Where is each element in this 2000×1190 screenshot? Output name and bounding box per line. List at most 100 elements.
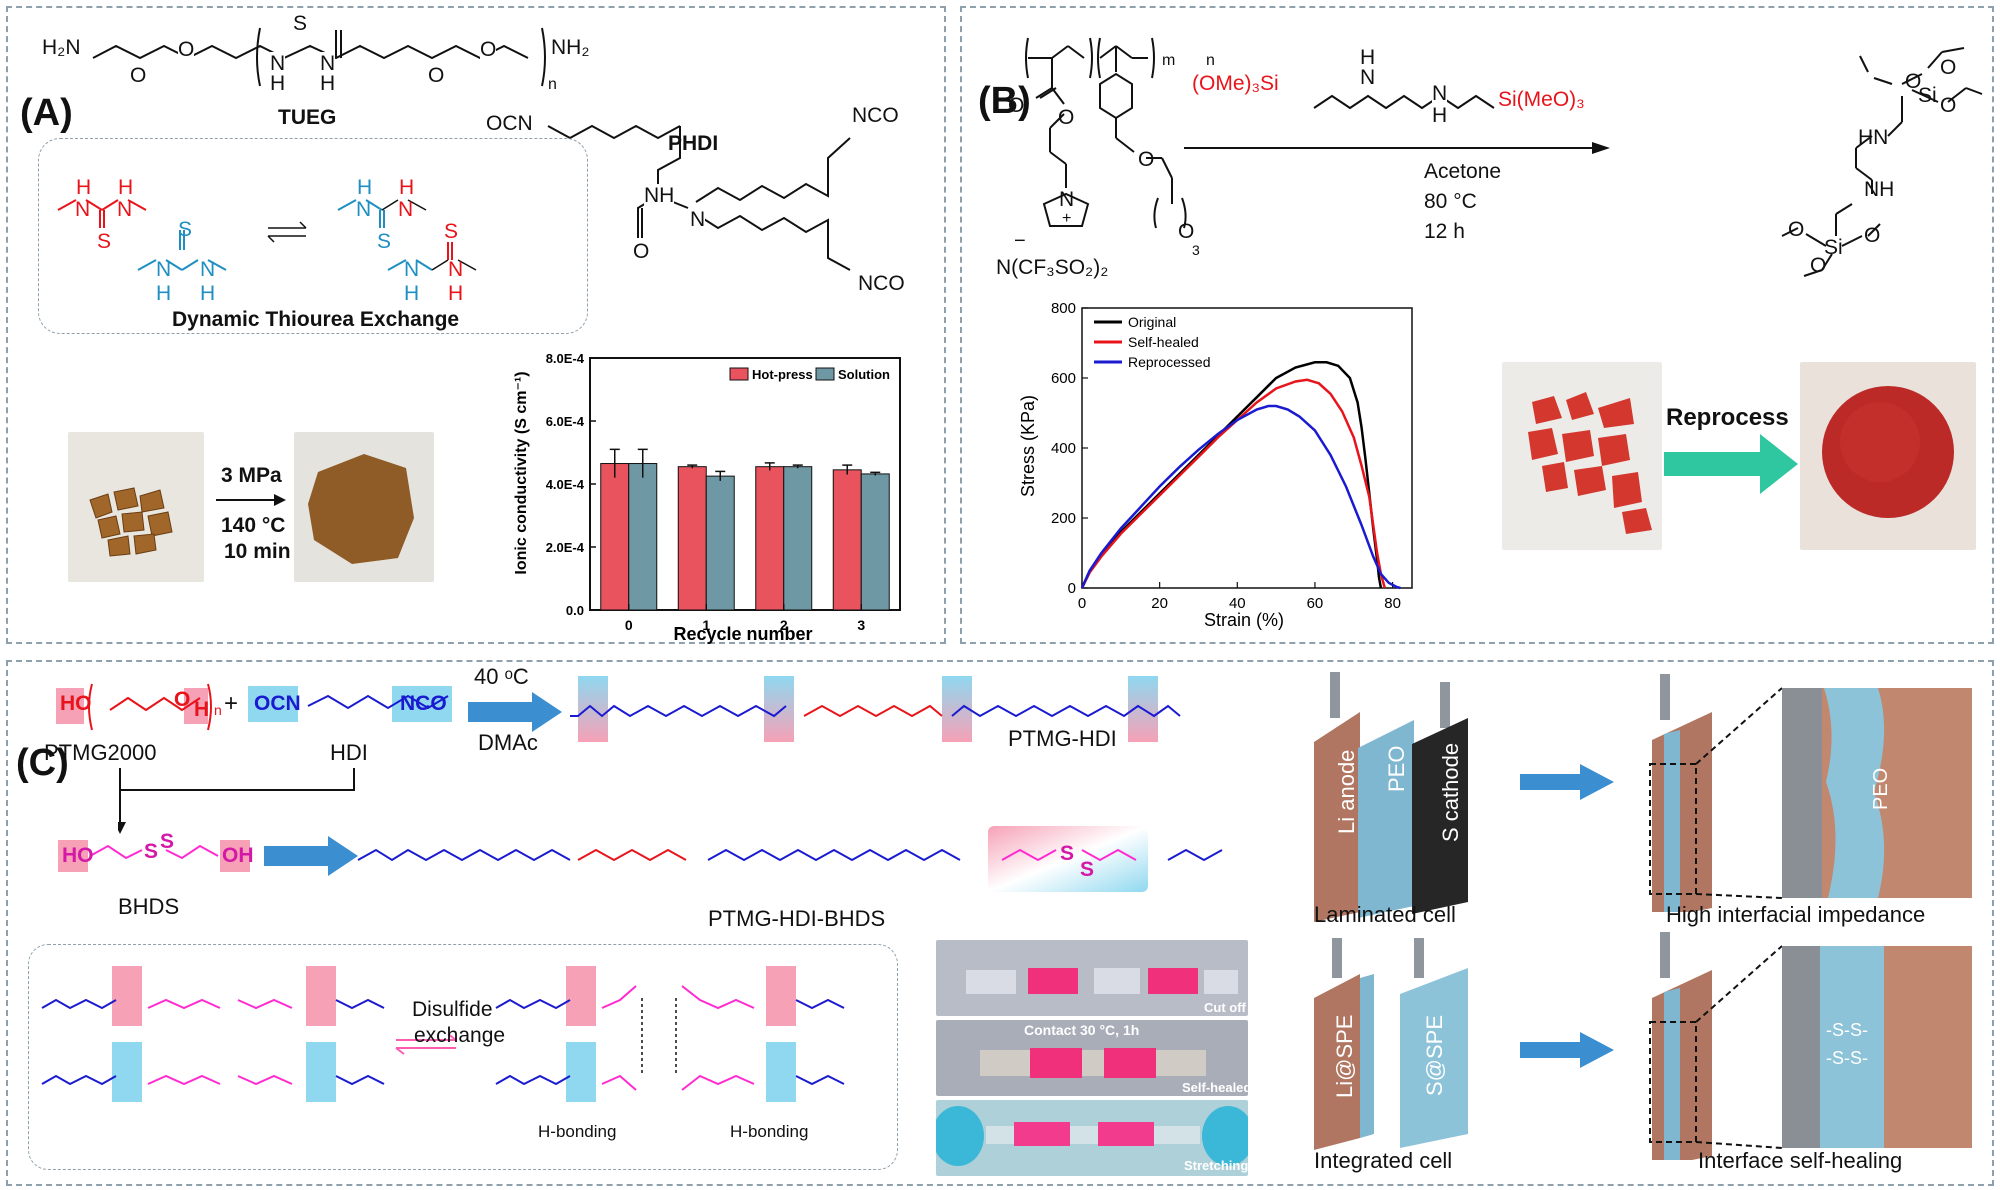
high-impedance-illustration: [1649, 674, 1972, 912]
disulfide-label-1: Disulfide: [412, 998, 493, 1021]
ex-h-8: H: [448, 282, 464, 305]
bhds-ho: HO: [62, 844, 94, 867]
ss-label-1: -S-S-: [1826, 1020, 1868, 1040]
s-cathode-label: S cathode: [1438, 742, 1463, 842]
condition-solvent: DMAc: [478, 730, 538, 755]
chart-b-series-line: [1080, 361, 1383, 589]
photo-fragments: [68, 432, 204, 582]
ex-h-5: H: [357, 176, 373, 199]
chart-a-xtick-label: 1: [702, 617, 710, 633]
photo-cut-label: Cut off: [1204, 1000, 1246, 1015]
panel-c-label: (C): [16, 742, 69, 784]
photo-stretch-label: Stretching: [1184, 1158, 1249, 1173]
tueg-n-2: N: [320, 52, 336, 76]
tueg-repeat-n: n: [548, 76, 557, 93]
condition-1: Acetone: [1424, 160, 1502, 183]
tueg-h-2: H: [320, 72, 336, 95]
bhds-flow-lines: [118, 768, 355, 834]
photo-pressed-film: [294, 432, 434, 582]
crosslinker-right: Si(MeO)₃: [1498, 88, 1585, 111]
ptmg-hdi-bhds-structure: [357, 826, 1223, 892]
chart-a-ytick-label: 8.0E-4: [546, 351, 585, 366]
tueg-o-1: O: [130, 64, 147, 88]
chart-a-ytick-label: 0.0: [566, 603, 584, 618]
laminated-cell-illustration: [1314, 672, 1468, 922]
ptmg-hdi-structure: [570, 676, 1181, 742]
tueg-end-left: H₂N: [42, 36, 81, 60]
chart-a-bar: [628, 463, 658, 611]
laminated-label: Laminated cell: [1314, 902, 1456, 927]
self-healing-label: Interface self-healing: [1698, 1148, 1903, 1173]
hbond-label-1: H-bonding: [538, 1122, 617, 1141]
phdi-o: O: [633, 240, 650, 263]
chart-a-bar: [755, 466, 785, 611]
chart-b-ytick-label: 400: [1051, 440, 1076, 457]
ex-n-8: N: [448, 258, 464, 281]
monomer-minus: −: [1014, 230, 1026, 252]
ex-n-2: N: [117, 198, 133, 221]
chart-b-legend-label: Reprocessed: [1128, 354, 1211, 370]
hbond-label-2: H-bonding: [730, 1122, 809, 1141]
monomer-o-2: O: [1058, 106, 1075, 129]
chart-a-xtick-label: 2: [780, 617, 788, 633]
condition-3: 12 h: [1424, 220, 1465, 243]
product-o-4: O: [1788, 218, 1805, 241]
chart-b-xtick-label: 60: [1307, 595, 1324, 612]
product-hn: HN: [1858, 126, 1889, 149]
ex-n-5: N: [356, 198, 372, 221]
chart-a-legend-label: Hot-press: [752, 367, 813, 382]
hdi-ocn: OCN: [254, 692, 301, 715]
chart-a-legend-swatch: [815, 367, 835, 381]
monomer-sub3: 3: [1192, 242, 1200, 258]
reprocess-arrow: [1664, 434, 1798, 494]
conductivity-chart: Ionic conductivity (S cm⁻¹) Recycle numb…: [513, 351, 901, 644]
press-arrow: [216, 494, 286, 506]
ex-n-4: N: [200, 258, 216, 281]
ex-h-4: H: [200, 282, 216, 305]
peo-zoom-label: PEO: [1870, 767, 1892, 810]
chain-s-2: S: [1080, 858, 1095, 881]
condition-2: 80 °C: [1424, 190, 1477, 213]
ex-h-3: H: [156, 282, 172, 305]
ptmg-ho: HO: [60, 692, 92, 715]
crosslinker-n-1: N: [1360, 66, 1376, 90]
panel-b-label: (B): [978, 80, 1031, 122]
li-spe-label: Li@SPE: [1332, 1014, 1357, 1098]
monomer-o-1: O: [1008, 94, 1025, 117]
tueg-o-4: O: [480, 38, 497, 62]
chart-b-xtick-label: 0: [1078, 595, 1086, 612]
press-temperature: 140 °C: [221, 514, 286, 537]
high-impedance-label: High interfacial impedance: [1666, 902, 1926, 927]
hdi-nco: NCO: [400, 692, 447, 715]
phdi-nco-2: NCO: [858, 272, 905, 295]
cell-arrow-2: [1520, 1032, 1614, 1068]
photo-stretching: [932, 1100, 1254, 1176]
chart-b-xtick-label: 20: [1151, 595, 1168, 612]
chart-b-ytick-label: 200: [1051, 510, 1076, 527]
product-nh: NH: [1864, 178, 1895, 201]
cell-arrow-1: [1520, 764, 1614, 800]
blue-arrow-1: [468, 692, 562, 732]
chart-a-xtick-label: 3: [857, 617, 865, 633]
product-o-3: O: [1940, 94, 1957, 117]
s-spe-label: S@SPE: [1422, 1014, 1447, 1096]
phdi-nco-1: NCO: [852, 104, 899, 127]
product-si-2: Si: [1824, 236, 1843, 259]
chart-b-frame: [1081, 307, 1413, 589]
chart-a-bar: [705, 475, 735, 611]
ptmg-h: H: [194, 698, 210, 721]
ex-s-3: S: [377, 230, 392, 253]
chart-a-xtick-label: 0: [625, 617, 633, 633]
bhds-s-1: S: [144, 840, 159, 863]
disulfide-exchange-box: [28, 944, 898, 1170]
tueg-h-1: H: [270, 72, 286, 95]
press-time: 10 min: [224, 540, 291, 563]
integrated-cell-illustration: [1314, 938, 1468, 1150]
chart-b-ylabel: Stress (KPa): [1018, 395, 1038, 497]
plus-sign: +: [224, 690, 239, 717]
chart-b-ytick-label: 600: [1051, 370, 1076, 387]
crosslink-reaction: [1184, 94, 1610, 154]
chart-a-xlabel: Recycle number: [673, 624, 812, 644]
photo-red-fragments: [1502, 362, 1662, 550]
crosslinker-h-1: H: [1360, 46, 1376, 69]
